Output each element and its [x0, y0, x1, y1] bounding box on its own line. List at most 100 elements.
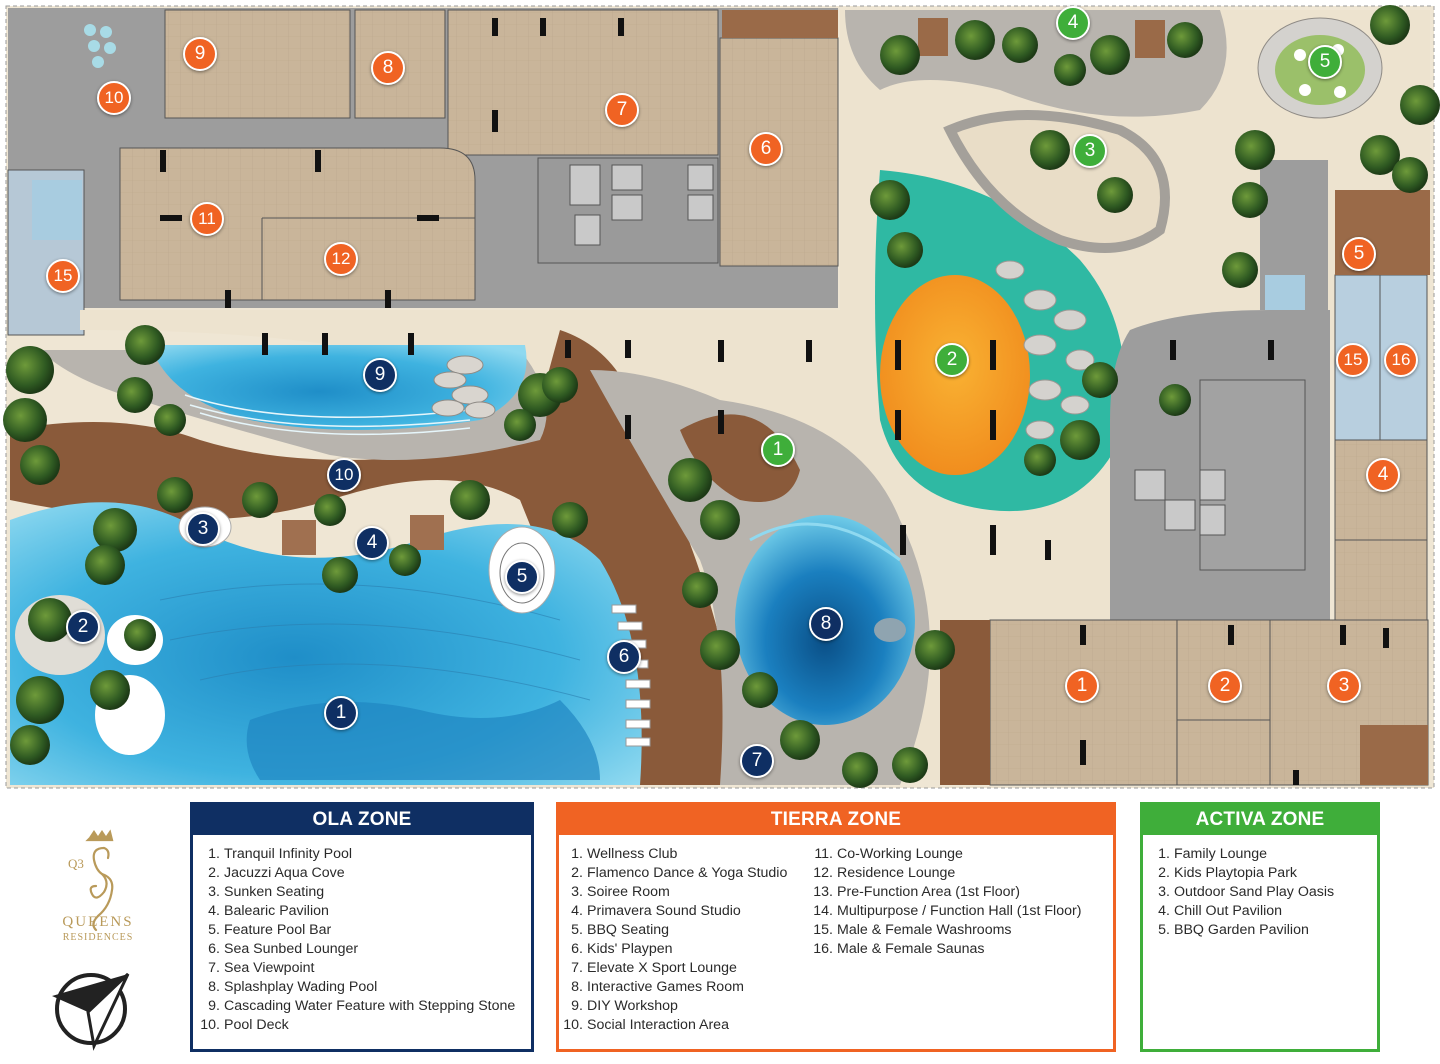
legend-ola-item: 1.Tranquil Infinity Pool	[196, 845, 515, 864]
legend-tierra-item: 3.Soiree Room	[559, 883, 787, 902]
legend-item-number: 6.	[208, 941, 220, 957]
marker-tierra-9[interactable]: 9	[183, 37, 217, 71]
legend-item-number: 5.	[208, 922, 220, 938]
legend-item-label: Jacuzzi Aqua Cove	[224, 865, 345, 881]
brand-monogram: Q3	[68, 856, 84, 871]
legend-item-number: 13.	[813, 884, 833, 900]
legend-item-number: 5.	[1158, 922, 1170, 938]
legend-ola-item: 6.Sea Sunbed Lounger	[196, 940, 515, 959]
marker-ola-8[interactable]: 8	[809, 607, 843, 641]
legend-tierra-item: 8.Interactive Games Room	[559, 978, 787, 997]
marker-tierra-3[interactable]: 3	[1327, 669, 1361, 703]
marker-tierra-4[interactable]: 4	[1366, 458, 1400, 492]
legend-item-number: 4.	[571, 903, 583, 919]
marker-ola-9[interactable]: 9	[363, 358, 397, 392]
legend-item-label: Sunken Seating	[224, 884, 325, 900]
marker-ola-3[interactable]: 3	[186, 512, 220, 546]
legend-item-number: 2.	[571, 865, 583, 881]
legend-item-label: Tranquil Infinity Pool	[224, 846, 353, 862]
legend-item-label: BBQ Garden Pavilion	[1174, 922, 1309, 938]
marker-tierra-12[interactable]: 12	[324, 242, 358, 276]
legend-item-label: Sea Viewpoint	[224, 960, 315, 976]
legend-item-number: 1.	[1158, 846, 1170, 862]
legend-item-label: Kids Playtopia Park	[1174, 865, 1298, 881]
marker-ola-5[interactable]: 5	[505, 560, 539, 594]
legend-item-number: 15.	[813, 922, 833, 938]
legend-item-label: Elevate X Sport Lounge	[587, 960, 737, 976]
legend-item-number: 3.	[1158, 884, 1170, 900]
legend-ola-item: 4.Balearic Pavilion	[196, 902, 515, 921]
marker-tierra-15[interactable]: 15	[46, 259, 80, 293]
legend-item-number: 10.	[563, 1017, 583, 1033]
legend-tierra-item: 6.Kids' Playpen	[559, 940, 787, 959]
marker-tierra-5[interactable]: 5	[1342, 237, 1376, 271]
legend-activa-item: 5.BBQ Garden Pavilion	[1146, 921, 1334, 940]
marker-ola-6[interactable]: 6	[607, 640, 641, 674]
legend-item-number: 2.	[208, 865, 220, 881]
legend-item-number: 16.	[813, 941, 833, 957]
marker-ola-1[interactable]: 1	[324, 696, 358, 730]
legend-activa-item: 4.Chill Out Pavilion	[1146, 902, 1334, 921]
legend-item-label: Wellness Club	[587, 846, 678, 862]
legend-item-number: 8.	[208, 979, 220, 995]
marker-activa-5[interactable]: 5	[1308, 45, 1342, 79]
legend-item-label: Co-Working Lounge	[837, 846, 963, 862]
legend-activa-item: 3.Outdoor Sand Play Oasis	[1146, 883, 1334, 902]
marker-tierra-10[interactable]: 10	[97, 81, 131, 115]
marker-activa-2[interactable]: 2	[935, 343, 969, 377]
marker-tierra-6[interactable]: 6	[749, 132, 783, 166]
room-diy-workshop	[164, 9, 351, 119]
legend-item-number: 1.	[571, 846, 583, 862]
brand-subtitle: RESIDENCES	[62, 932, 134, 943]
marker-tierra-7[interactable]: 7	[605, 93, 639, 127]
marker-ola-2[interactable]: 2	[66, 610, 100, 644]
marker-tierra-11[interactable]: 11	[190, 202, 224, 236]
north-arrow-compass-icon	[52, 972, 130, 1051]
legend-item-number: 4.	[208, 903, 220, 919]
marker-activa-3[interactable]: 3	[1073, 134, 1107, 168]
marker-activa-4[interactable]: 4	[1056, 6, 1090, 40]
tranquil-infinity-pool	[10, 502, 642, 785]
legend-item-label: Splashplay Wading Pool	[224, 979, 378, 995]
legend-item-label: Pre-Function Area (1st Floor)	[837, 884, 1020, 900]
legend-item-label: Residence Lounge	[837, 865, 956, 881]
room-elevate-sport-lounge	[447, 9, 719, 156]
legend-item-number: 9.	[571, 998, 583, 1014]
marker-tierra-16[interactable]: 16	[1384, 343, 1418, 377]
legend-item-number: 11.	[814, 846, 833, 862]
legend-item-number: 10.	[200, 1017, 220, 1033]
sand-play-oasis	[943, 110, 1170, 253]
legend-ola-item: 8.Splashplay Wading Pool	[196, 978, 515, 997]
marker-ola-4[interactable]: 4	[355, 526, 389, 560]
legend-tierra-item: 14.Multipurpose / Function Hall (1st Flo…	[809, 902, 1081, 921]
legend-item-number: 5.	[571, 922, 583, 938]
legend-ola-item: 7.Sea Viewpoint	[196, 959, 515, 978]
legend-item-number: 3.	[571, 884, 583, 900]
pavilion-left	[282, 520, 316, 555]
legend-item-label: Soiree Room	[587, 884, 670, 900]
legend-item-number: 4.	[1158, 903, 1170, 919]
legend-tierra-item: 7.Elevate X Sport Lounge	[559, 959, 787, 978]
site-plan	[3, 5, 1440, 789]
legend-item-label: Balearic Pavilion	[224, 903, 329, 919]
marker-activa-1[interactable]: 1	[761, 433, 795, 467]
marker-tierra-1[interactable]: 1	[1065, 669, 1099, 703]
room-co-working-lounge	[119, 147, 476, 301]
legend-ola-item: 3.Sunken Seating	[196, 883, 515, 902]
marker-tierra-8[interactable]: 8	[371, 51, 405, 85]
legend-item-label: Male & Female Washrooms	[837, 922, 1012, 938]
legend-item-label: Kids' Playpen	[587, 941, 673, 957]
legend-tierra-item: 1.Wellness Club	[559, 845, 787, 864]
marker-tierra-15[interactable]: 15	[1336, 343, 1370, 377]
legend-item-label: Family Lounge	[1174, 846, 1268, 862]
legend-item-label: Interactive Games Room	[587, 979, 744, 995]
brand-name: QUEENS	[62, 914, 134, 930]
legend-item-label: Primavera Sound Studio	[587, 903, 741, 919]
legend-item-number: 14.	[813, 903, 833, 919]
marker-ola-7[interactable]: 7	[740, 744, 774, 778]
legend-item-number: 12.	[813, 865, 833, 881]
marker-tierra-2[interactable]: 2	[1208, 669, 1242, 703]
marker-ola-10[interactable]: 10	[327, 458, 361, 492]
